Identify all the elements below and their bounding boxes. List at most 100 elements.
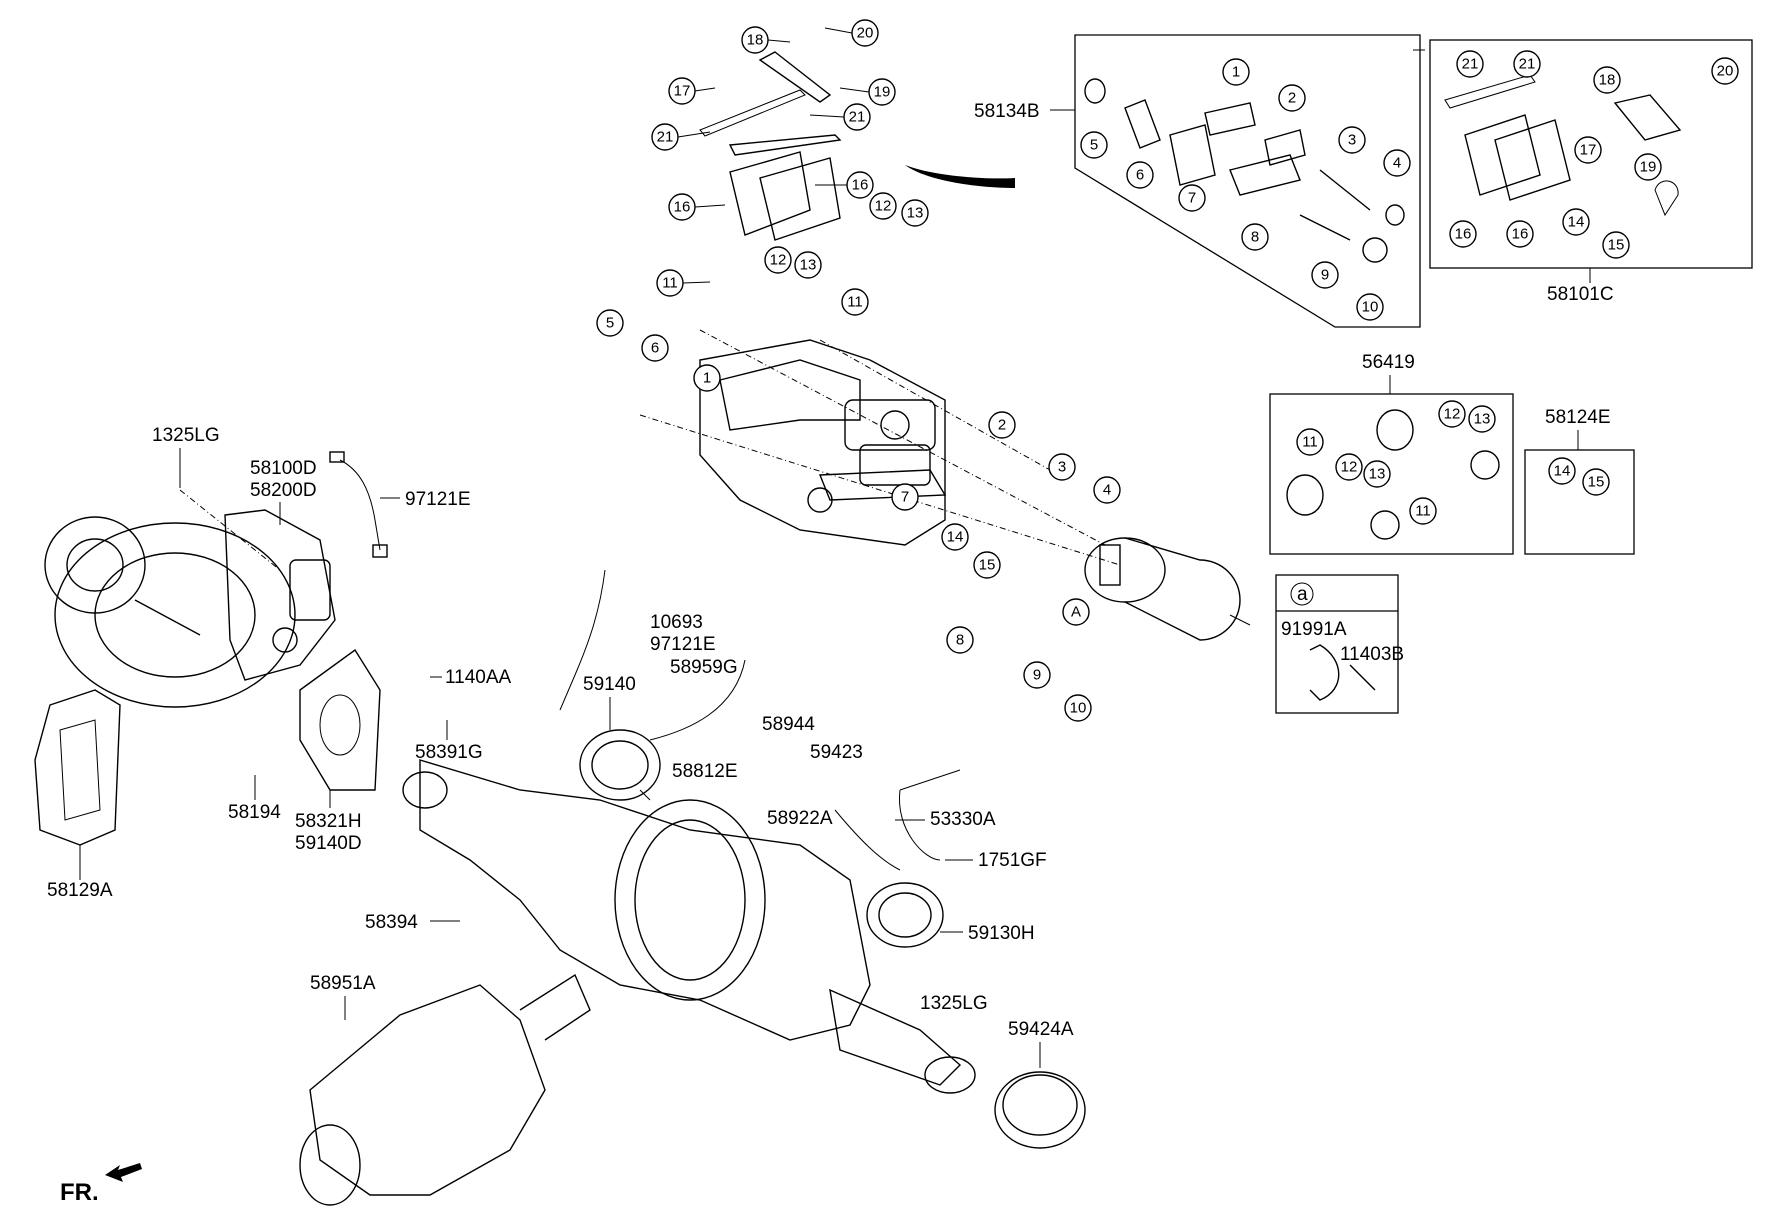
svg-text:15: 15 xyxy=(1608,237,1625,254)
callout-16: 16 xyxy=(668,193,696,221)
kit-box-58101c xyxy=(1429,39,1753,269)
callout-14: 14 xyxy=(1548,457,1576,485)
svg-text:20: 20 xyxy=(857,25,874,42)
callout-4: 4 xyxy=(1093,476,1121,504)
callout-16: 16 xyxy=(1449,220,1477,248)
repair-kit-56419-parts xyxy=(1286,409,1500,540)
callout-6: 6 xyxy=(641,334,669,362)
differential-carrier xyxy=(299,973,591,1206)
svg-text:15: 15 xyxy=(979,557,996,574)
svg-text:15: 15 xyxy=(1588,474,1605,491)
callout-14: 14 xyxy=(941,523,969,551)
label-58394: 58394 xyxy=(365,912,418,933)
label-1325lg: 1325LG xyxy=(920,993,988,1014)
callout-18: 18 xyxy=(741,26,769,54)
label-59140: 59140 xyxy=(583,674,636,695)
label-59423: 59423 xyxy=(810,742,863,763)
callout-a-reference: A xyxy=(1062,598,1090,626)
svg-text:17: 17 xyxy=(1580,142,1597,159)
callout-7: 7 xyxy=(1178,184,1206,212)
callout-13: 13 xyxy=(1363,460,1391,488)
svg-text:21: 21 xyxy=(657,129,674,146)
callout-5: 5 xyxy=(596,309,624,337)
callout-15: 15 xyxy=(1582,468,1610,496)
svg-text:21: 21 xyxy=(1519,56,1536,73)
callout-13: 13 xyxy=(901,199,929,227)
label-58959g: 58959G xyxy=(670,657,738,678)
repair-kit-58134b-parts xyxy=(1084,78,1405,263)
label-97121e: 97121E xyxy=(405,489,471,510)
callout-15: 15 xyxy=(973,551,1001,579)
brake-chamber-59130h xyxy=(866,882,944,948)
part-labels: 58134B 58101C 56419 58124E 1325LG 58100D… xyxy=(47,101,1614,1068)
svg-text:14: 14 xyxy=(1568,214,1585,231)
svg-text:17: 17 xyxy=(674,83,691,100)
callout-12: 12 xyxy=(1335,453,1363,481)
svg-text:14: 14 xyxy=(1554,463,1571,480)
svg-text:4: 4 xyxy=(1393,155,1401,172)
dust-ring-59424a xyxy=(994,1071,1086,1149)
svg-text:9: 9 xyxy=(1321,267,1329,284)
svg-text:16: 16 xyxy=(1455,226,1472,243)
label-56419: 56419 xyxy=(1362,352,1415,373)
sensor-cable-97121e xyxy=(329,451,388,558)
svg-text:3: 3 xyxy=(1058,459,1066,476)
svg-text:9: 9 xyxy=(1033,667,1041,684)
spring-brake-chamber-59140 xyxy=(579,729,661,801)
svg-text:6: 6 xyxy=(1136,167,1144,184)
svg-text:21: 21 xyxy=(849,109,866,126)
label-58951a: 58951A xyxy=(310,973,376,994)
svg-text:7: 7 xyxy=(1188,190,1196,207)
kit-box-58124e xyxy=(1524,449,1635,555)
callout-19: 19 xyxy=(1634,153,1662,181)
svg-text:16: 16 xyxy=(674,199,691,216)
svg-text:12: 12 xyxy=(770,252,787,269)
svg-text:10: 10 xyxy=(1362,299,1379,316)
label-53330a: 53330A xyxy=(930,809,996,830)
callout-21: 21 xyxy=(843,103,871,131)
torque-plate-58129a xyxy=(34,689,121,846)
callout-12: 12 xyxy=(764,246,792,274)
inset-a-clip-bolt xyxy=(1309,644,1376,701)
svg-text:21: 21 xyxy=(1462,56,1479,73)
svg-text:19: 19 xyxy=(1640,159,1657,176)
label-58101c: 58101C xyxy=(1547,284,1614,305)
callout-5: 5 xyxy=(1080,131,1108,159)
label-58321h: 58321H xyxy=(295,811,362,832)
callout-12: 12 xyxy=(1438,400,1466,428)
label-1751gf: 1751GF xyxy=(978,850,1047,871)
callout-leaders xyxy=(677,27,1425,284)
hoses xyxy=(559,569,961,871)
svg-text:14: 14 xyxy=(947,529,964,546)
svg-text:11: 11 xyxy=(1415,503,1431,520)
svg-text:16: 16 xyxy=(1512,226,1529,243)
svg-text:2: 2 xyxy=(998,417,1006,434)
large-arrow xyxy=(905,165,1015,188)
callout-6: 6 xyxy=(1126,161,1154,189)
svg-text:1: 1 xyxy=(703,370,711,387)
brake-caliper-assembly xyxy=(699,339,947,546)
label-59130h: 59130H xyxy=(968,923,1035,944)
brake-disc-hub xyxy=(44,516,296,708)
svg-text:13: 13 xyxy=(907,205,924,222)
svg-text:5: 5 xyxy=(1090,137,1098,154)
label-97121e: 97121E xyxy=(650,634,716,655)
callout-3: 3 xyxy=(1338,126,1366,154)
svg-text:11: 11 xyxy=(1302,434,1318,451)
callout-2: 2 xyxy=(1278,84,1306,112)
callout-21: 21 xyxy=(1513,50,1541,78)
svg-text:1: 1 xyxy=(1232,64,1240,81)
callout-12: 12 xyxy=(869,192,897,220)
svg-text:13: 13 xyxy=(1369,466,1386,483)
svg-text:12: 12 xyxy=(875,198,892,215)
svg-text:11: 11 xyxy=(662,275,678,292)
callout-14: 14 xyxy=(1562,208,1590,236)
callout-3: 3 xyxy=(1048,453,1076,481)
callout-9: 9 xyxy=(1311,261,1339,289)
label-1325lg: 1325LG xyxy=(152,425,220,446)
callout-8: 8 xyxy=(1241,223,1269,251)
label-59424a: 59424A xyxy=(1008,1019,1074,1040)
callout-13: 13 xyxy=(1468,405,1496,433)
svg-text:8: 8 xyxy=(1251,229,1259,246)
